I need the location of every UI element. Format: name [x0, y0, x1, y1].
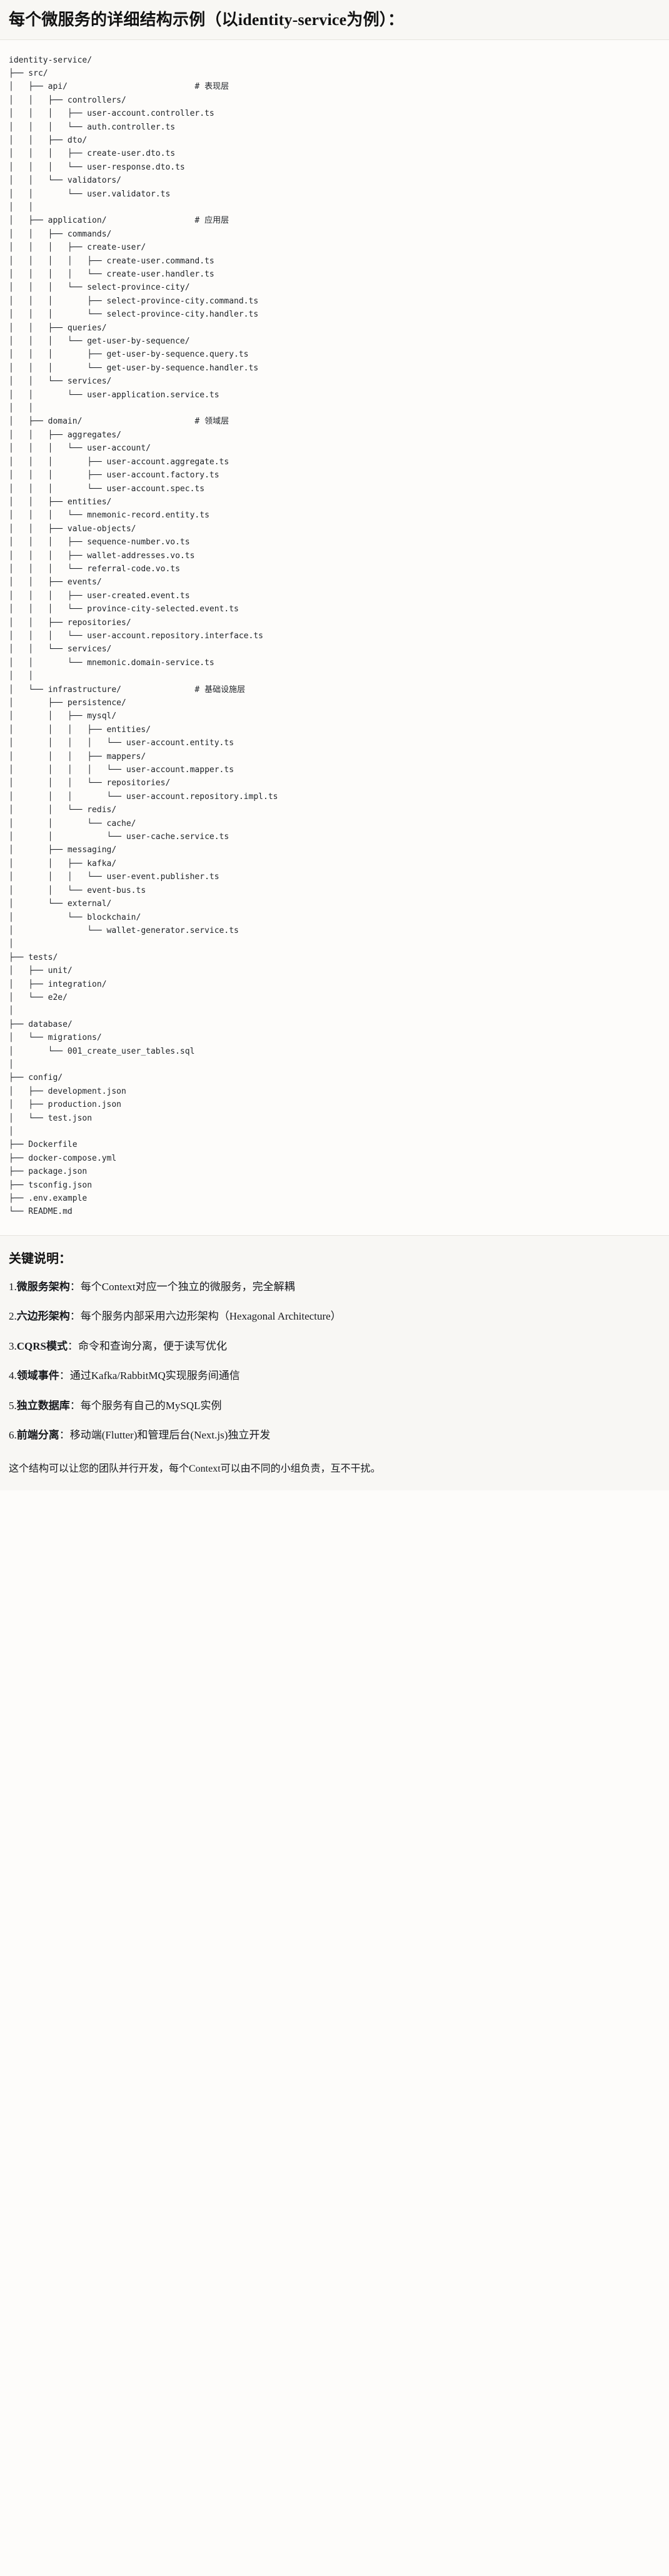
- note-description: ：命令和查询分离，便于读写优化: [67, 1340, 227, 1352]
- note-number: 1.: [9, 1280, 17, 1293]
- section-key-notes: 关键说明： 1.微服务架构：每个Context对应一个独立的微服务，完全解耦 2…: [0, 1235, 669, 1491]
- page-title: 每个微服务的详细结构示例（以identity-service为例）：: [9, 11, 405, 29]
- note-term: 独立数据库: [16, 1399, 70, 1412]
- note-number: 5.: [9, 1399, 17, 1412]
- directory-tree-block: identity-service/ ├── src/ │ ├── api/ # …: [0, 39, 669, 1236]
- note-number: 6.: [9, 1429, 17, 1442]
- note-item: 3.CQRS模式：命令和查询分离，便于读写优化: [9, 1338, 660, 1355]
- note-term: 微服务架构: [16, 1280, 70, 1293]
- note-term: 六边形架构: [16, 1310, 70, 1323]
- note-description: ：每个服务内部采用六边形架构（Hexagonal Architecture）: [69, 1310, 341, 1323]
- note-description: ：每个服务有自己的MySQL实例: [69, 1399, 222, 1412]
- note-item: 1.微服务架构：每个Context对应一个独立的微服务，完全解耦: [9, 1279, 660, 1295]
- note-description: ：移动端(Flutter)和管理后台(Next.js)独立开发: [59, 1429, 271, 1442]
- note-term: 领域事件: [16, 1370, 59, 1382]
- note-description: ：通过Kafka/RabbitMQ实现服务间通信: [59, 1370, 240, 1382]
- document-page: 每个微服务的详细结构示例（以identity-service为例）： ident…: [0, 0, 669, 1491]
- note-number: 3.: [9, 1340, 17, 1352]
- note-item: 6.前端分离：移动端(Flutter)和管理后台(Next.js)独立开发: [9, 1427, 660, 1443]
- directory-tree: identity-service/ ├── src/ │ ├── api/ # …: [9, 55, 278, 1217]
- section-header: 每个微服务的详细结构示例（以identity-service为例）：: [0, 0, 669, 40]
- note-item: 2.六边形架构：每个服务内部采用六边形架构（Hexagonal Architec…: [9, 1308, 660, 1325]
- note-number: 4.: [9, 1370, 17, 1382]
- note-item: 4.领域事件：通过Kafka/RabbitMQ实现服务间通信: [9, 1368, 660, 1384]
- note-number: 2.: [9, 1310, 17, 1323]
- note-item: 5.独立数据库：每个服务有自己的MySQL实例: [9, 1398, 660, 1414]
- note-term: CQRS模式: [16, 1340, 68, 1352]
- closing-paragraph: 这个结构可以让您的团队并行开发，每个Context可以由不同的小组负责，互不干扰…: [9, 1463, 381, 1474]
- note-description: ：每个Context对应一个独立的微服务，完全解耦: [69, 1280, 295, 1293]
- note-term: 前端分离: [16, 1429, 59, 1442]
- key-notes-heading: 关键说明：: [9, 1251, 71, 1266]
